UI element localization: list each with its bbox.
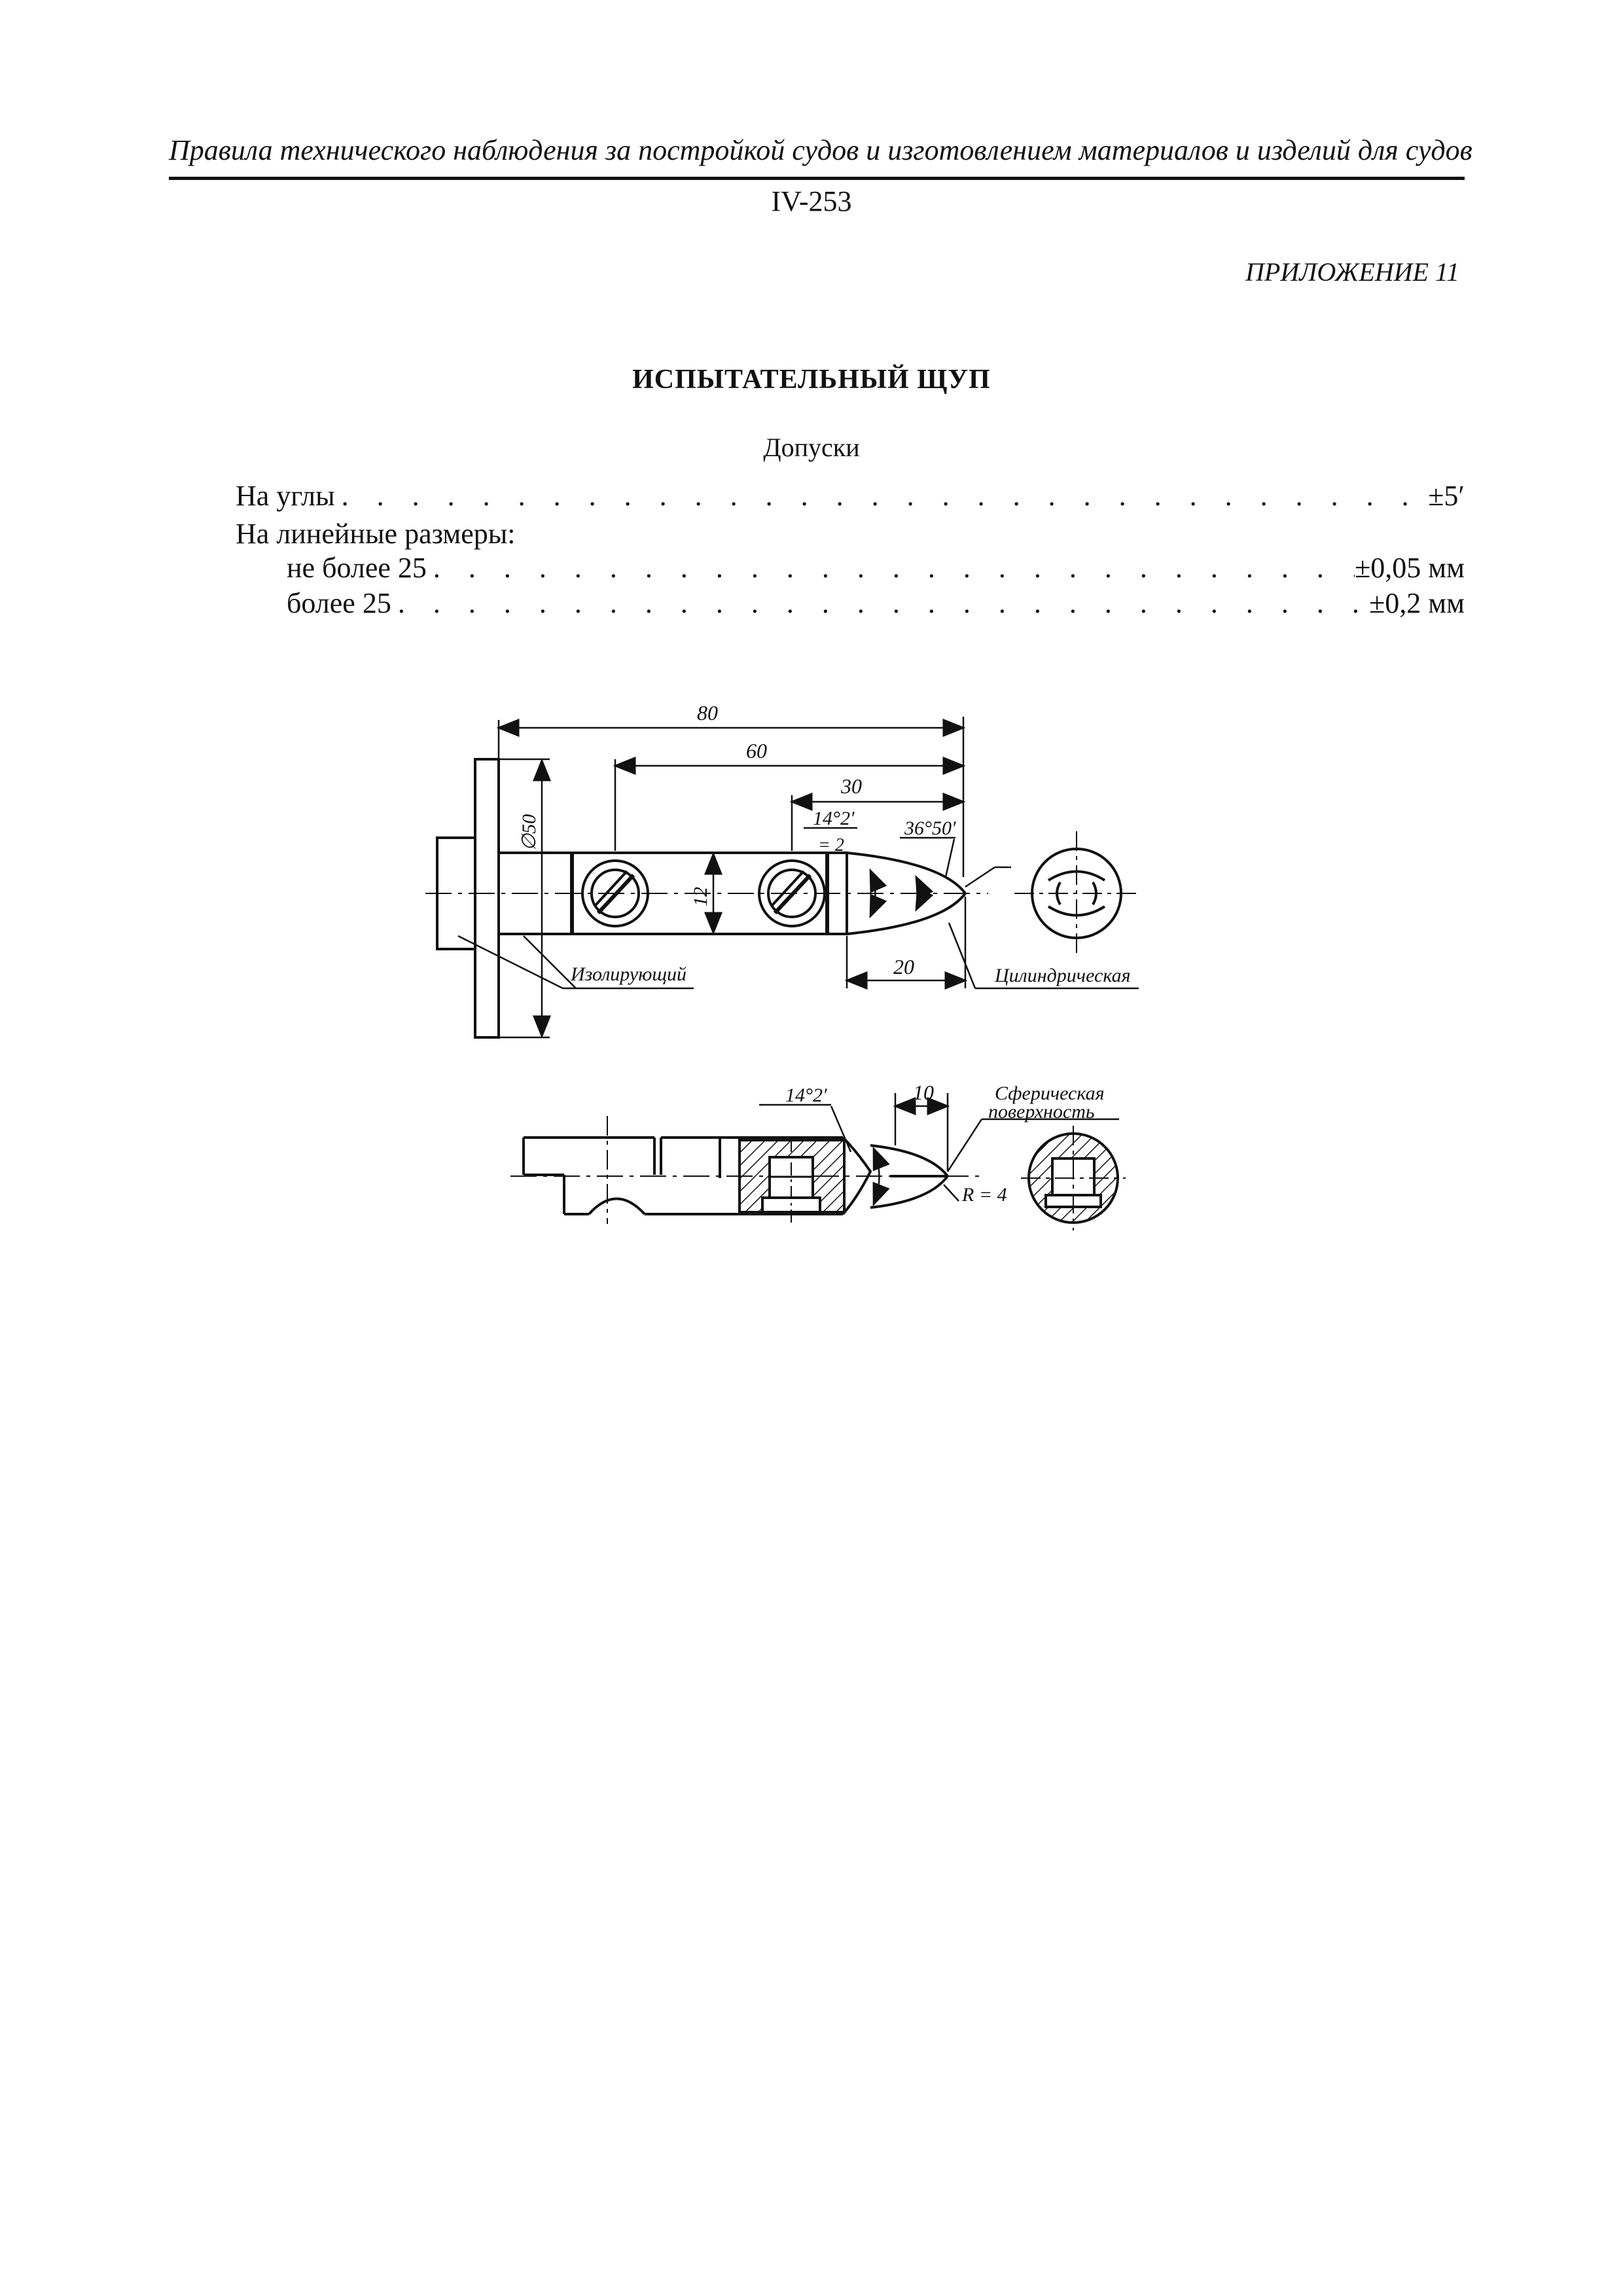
section-hatching [738,1139,846,1224]
angle-14-2-b-label: 14°2′ [785,1085,827,1106]
dimension-lines-bottom [759,1093,1119,1207]
tolerance-value: ±0,05 мм [1355,552,1465,584]
dim-10-label: 10 [913,1081,934,1104]
tolerance-label: На углы [236,480,335,512]
probe-side-view [425,758,1139,1039]
tolerance-label: более 25 [287,587,391,619]
label-cylindrical: Цилиндрическая [994,965,1131,986]
radius-label: R = 4 [961,1184,1007,1206]
appendix-label: ПРИЛОЖЕНИЕ 11 [1245,257,1459,287]
dim-80-label: 80 [697,701,718,725]
tolerances-heading: Допуски [763,433,860,462]
tolerance-row-over-25: более 25 ±0,2 мм [287,586,1465,623]
dia-50-label: ∅50 [518,814,540,851]
tolerance-value: ±0,2 мм [1369,587,1465,619]
dim-30-label: 30 [840,774,862,798]
dim-20-label: 20 [893,955,914,978]
label-spherical-1: Сферическая [995,1083,1105,1104]
tolerance-value: ±5′ [1428,480,1465,512]
angle-36-50-label: 36°50′ [904,817,956,839]
tolerance-row-angles: На углы ±5′ [236,479,1465,516]
probe-flange [474,758,500,1039]
label-insulating: Изолирующий [570,963,687,985]
dimension-lines-top [457,717,1139,1039]
dim-12-label: 12 [690,887,711,906]
tolerance-row-up-to-25: не более 25 ±0,05 мм [287,551,1465,588]
probe-section-view [510,1116,982,1224]
label-spherical-2: поверхность [988,1101,1095,1122]
running-header: Правила технического наблюдения за постр… [169,134,1472,166]
page-number: IV-253 [771,185,852,217]
equals-2-label: = 2 [818,835,844,855]
header-rule [169,177,1465,180]
angle-14-2-label: 14°2′ [813,808,855,829]
dim-60-label: 60 [746,739,767,762]
linear-tolerances-heading: На линейные размеры: [236,518,516,550]
page-title: ИСПЫТАТЕЛЬНЫЙ ЩУП [632,365,991,395]
section-end-view [1021,1126,1126,1230]
tolerance-label: не более 25 [287,552,427,584]
